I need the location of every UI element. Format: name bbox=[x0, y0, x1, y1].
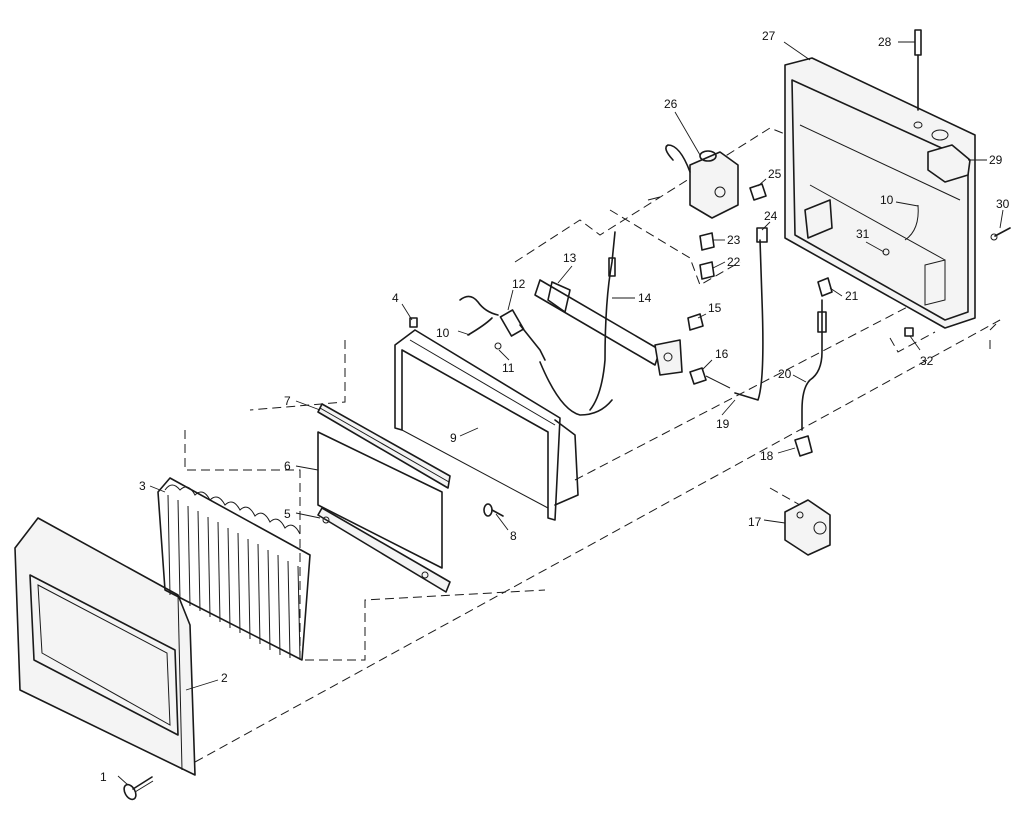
panel-6 bbox=[317, 431, 443, 569]
callout-3: 3 bbox=[139, 479, 146, 493]
callout-32: 32 bbox=[920, 354, 934, 368]
inlet-tube-20 bbox=[801, 299, 827, 431]
callout-24: 24 bbox=[764, 209, 778, 223]
callout-13: 13 bbox=[563, 251, 577, 265]
knob-25 bbox=[749, 183, 767, 201]
back-housing-27 bbox=[784, 57, 976, 329]
callout-29: 29 bbox=[989, 153, 1003, 167]
callout-9: 9 bbox=[450, 431, 457, 445]
callout-17: 17 bbox=[748, 515, 762, 529]
bracket-29 bbox=[927, 144, 971, 183]
callout-8: 8 bbox=[510, 529, 517, 543]
callout-7: 7 bbox=[284, 394, 291, 408]
top-bracket-7 bbox=[317, 403, 451, 489]
leader-lines bbox=[117, 41, 1004, 786]
gas-tube-19 bbox=[734, 227, 768, 401]
front-casing bbox=[14, 517, 196, 776]
inlet-fitting-18 bbox=[794, 435, 813, 457]
screw-8 bbox=[483, 503, 504, 517]
callout-labels: 1 2 3 4 5 6 7 8 9 10 11 12 13 14 15 16 1… bbox=[100, 29, 1010, 784]
burner-tube-13 bbox=[534, 279, 683, 376]
bottom-bracket-5 bbox=[317, 507, 451, 593]
callout-21: 21 bbox=[845, 289, 859, 303]
callout-15: 15 bbox=[708, 301, 722, 315]
screw-1 bbox=[123, 776, 154, 801]
callout-23: 23 bbox=[727, 233, 741, 247]
callout-14: 14 bbox=[638, 291, 652, 305]
callout-10a: 10 bbox=[436, 326, 450, 340]
part-31 bbox=[882, 248, 890, 256]
igniter-28 bbox=[914, 29, 922, 111]
clip-4 bbox=[409, 317, 418, 328]
callout-28: 28 bbox=[878, 35, 892, 49]
callout-11: 11 bbox=[502, 361, 515, 375]
callout-16: 16 bbox=[715, 347, 729, 361]
callout-19: 19 bbox=[716, 417, 730, 431]
nut-22 bbox=[699, 261, 715, 280]
regulator-block-17 bbox=[784, 499, 831, 556]
callout-4: 4 bbox=[392, 291, 399, 305]
burner-frame-9 bbox=[394, 329, 579, 521]
radiant-grill bbox=[157, 477, 311, 661]
nut-23 bbox=[699, 232, 715, 251]
fitting-15 bbox=[687, 313, 704, 331]
pilot-assembly bbox=[459, 295, 613, 416]
screw-30 bbox=[990, 227, 1011, 241]
callout-27: 27 bbox=[762, 29, 776, 43]
callout-25: 25 bbox=[768, 167, 782, 181]
callout-18: 18 bbox=[760, 449, 774, 463]
gas-valve-26 bbox=[647, 144, 739, 219]
callout-5: 5 bbox=[284, 507, 291, 521]
callout-12: 12 bbox=[512, 277, 526, 291]
callout-20: 20 bbox=[778, 367, 792, 381]
callout-1: 1 bbox=[100, 770, 107, 784]
callout-6: 6 bbox=[284, 459, 291, 473]
callout-30: 30 bbox=[996, 197, 1010, 211]
thermocouple-14 bbox=[589, 231, 616, 411]
callout-22: 22 bbox=[727, 255, 741, 269]
clip-32 bbox=[904, 327, 914, 337]
callout-26: 26 bbox=[664, 97, 678, 111]
callout-31: 31 bbox=[856, 227, 870, 241]
inlet-fitting-21 bbox=[817, 277, 833, 297]
callout-10b: 10 bbox=[880, 193, 894, 207]
fitting-16 bbox=[689, 367, 731, 389]
callout-2: 2 bbox=[221, 671, 228, 685]
